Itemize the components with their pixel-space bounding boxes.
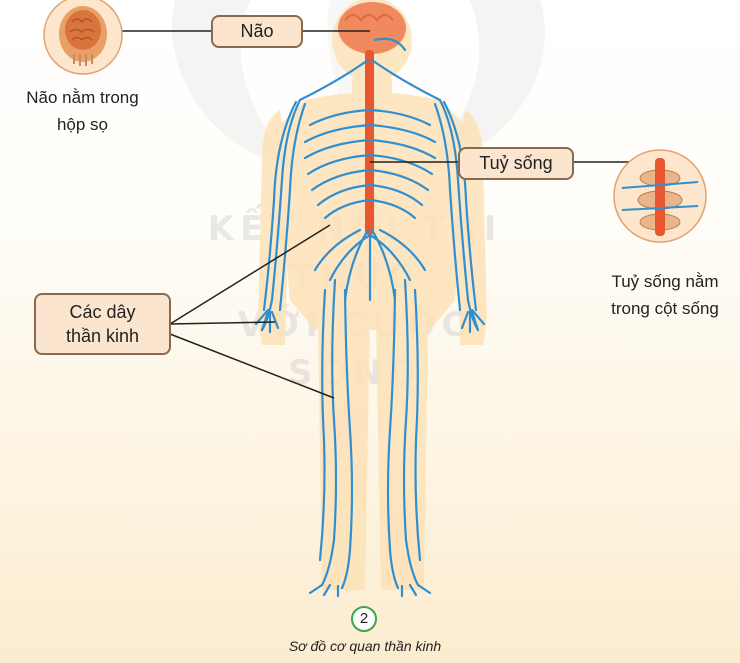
nerves-label-line-2: thần kinh	[65, 326, 140, 346]
brain-label: Não	[211, 15, 303, 48]
spinal-cord	[365, 50, 374, 235]
leader-line-nerves-torso	[169, 224, 331, 325]
leader-line-nerves-leg	[169, 333, 335, 399]
brain	[338, 2, 406, 54]
skull-caption-line-2: hộp sọ	[56, 115, 109, 134]
spine-detail-illustration	[613, 149, 707, 243]
spinal-cord-label: Tuỷ sống	[458, 147, 574, 180]
skull-detail-illustration	[43, 0, 123, 75]
figure-number-badge: 2	[351, 606, 377, 632]
nerves-label: Các dây thần kinh	[34, 293, 171, 355]
figure-caption: Sơ đồ cơ quan thần kinh	[288, 638, 442, 654]
skull-caption: Não nằm trong hộp sọ	[0, 84, 165, 138]
skull-caption-line-1: Não nằm trong	[26, 88, 139, 107]
spine-caption-line-2: trong cột sống	[611, 299, 719, 318]
leader-line-nerves-arm	[169, 321, 276, 325]
spine-caption-line-1: Tuỷ sống nằm	[611, 272, 719, 291]
nerves-label-line-1: Các dây	[69, 302, 136, 322]
spine-caption: Tuỷ sống nằm trong cột sống	[590, 268, 740, 322]
